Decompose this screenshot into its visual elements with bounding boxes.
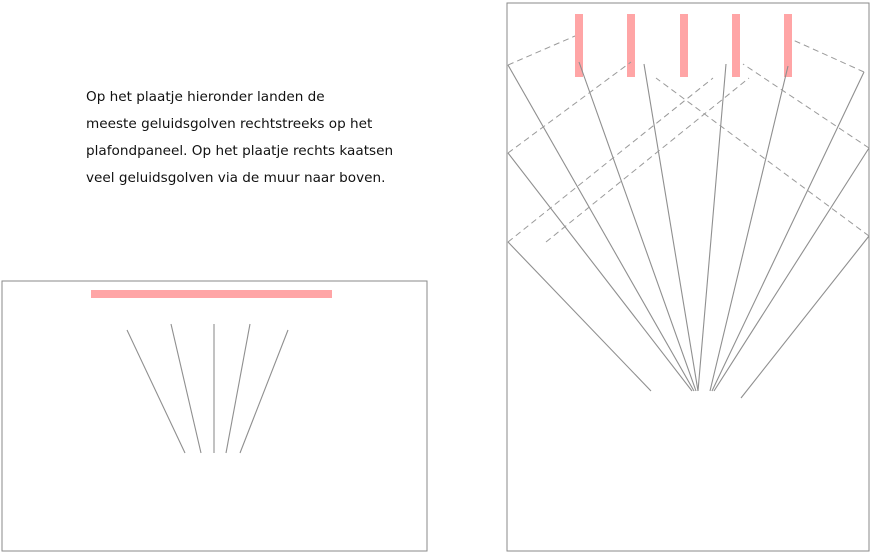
reflection-right-3 [655,77,870,237]
right-room-frame [506,2,870,552]
sound-ray-5 [239,329,289,454]
reflection-right-2 [742,63,870,149]
reflection-left-1 [507,35,576,66]
sound-ray-4 [225,323,251,454]
wave-to-baffle-4 [709,65,789,392]
reflection-left-2 [507,61,632,154]
ceiling-baffle-3 [680,14,688,77]
reflected-sound-figure [506,2,870,552]
sound-ray-1 [126,329,186,454]
wave-to-left-wall-2 [507,152,693,392]
sound-ray-2 [170,323,202,454]
ceiling-baffle-1 [575,14,583,77]
ceiling-panel-horizontal [91,290,332,298]
wave-to-left-wall-1 [507,241,652,392]
wave-to-baffle-1 [578,61,697,392]
reflection-right-1 [792,39,865,73]
wave-to-baffle-3 [697,63,727,392]
wave-to-left-wall-3 [507,64,695,392]
caption-line-4: veel geluidsgolven via de muur naar bove… [86,170,386,186]
explanation-text: Op het plaatje hieronder landen de meest… [86,84,396,192]
wave-to-right-wall-2 [713,147,870,392]
direct-sound-figure [1,280,428,552]
reflection-left-3 [507,77,714,243]
ceiling-baffle-5 [784,14,792,77]
left-room-frame [1,280,428,552]
wave-to-right-wall-1 [711,71,865,392]
ceiling-baffle-2 [627,14,635,77]
reflection-center [545,77,750,243]
caption-line-1: Op het plaatje hieronder landen de [86,89,325,105]
caption-line-3: plafondpaneel. Op het plaatje rechts kaa… [86,143,394,159]
wave-to-baffle-2 [643,63,699,392]
ceiling-baffle-4 [732,14,740,77]
wave-to-right-wall-3 [740,235,870,399]
caption-line-2: meeste geluidsgolven rechtstreeks op het [86,116,373,132]
